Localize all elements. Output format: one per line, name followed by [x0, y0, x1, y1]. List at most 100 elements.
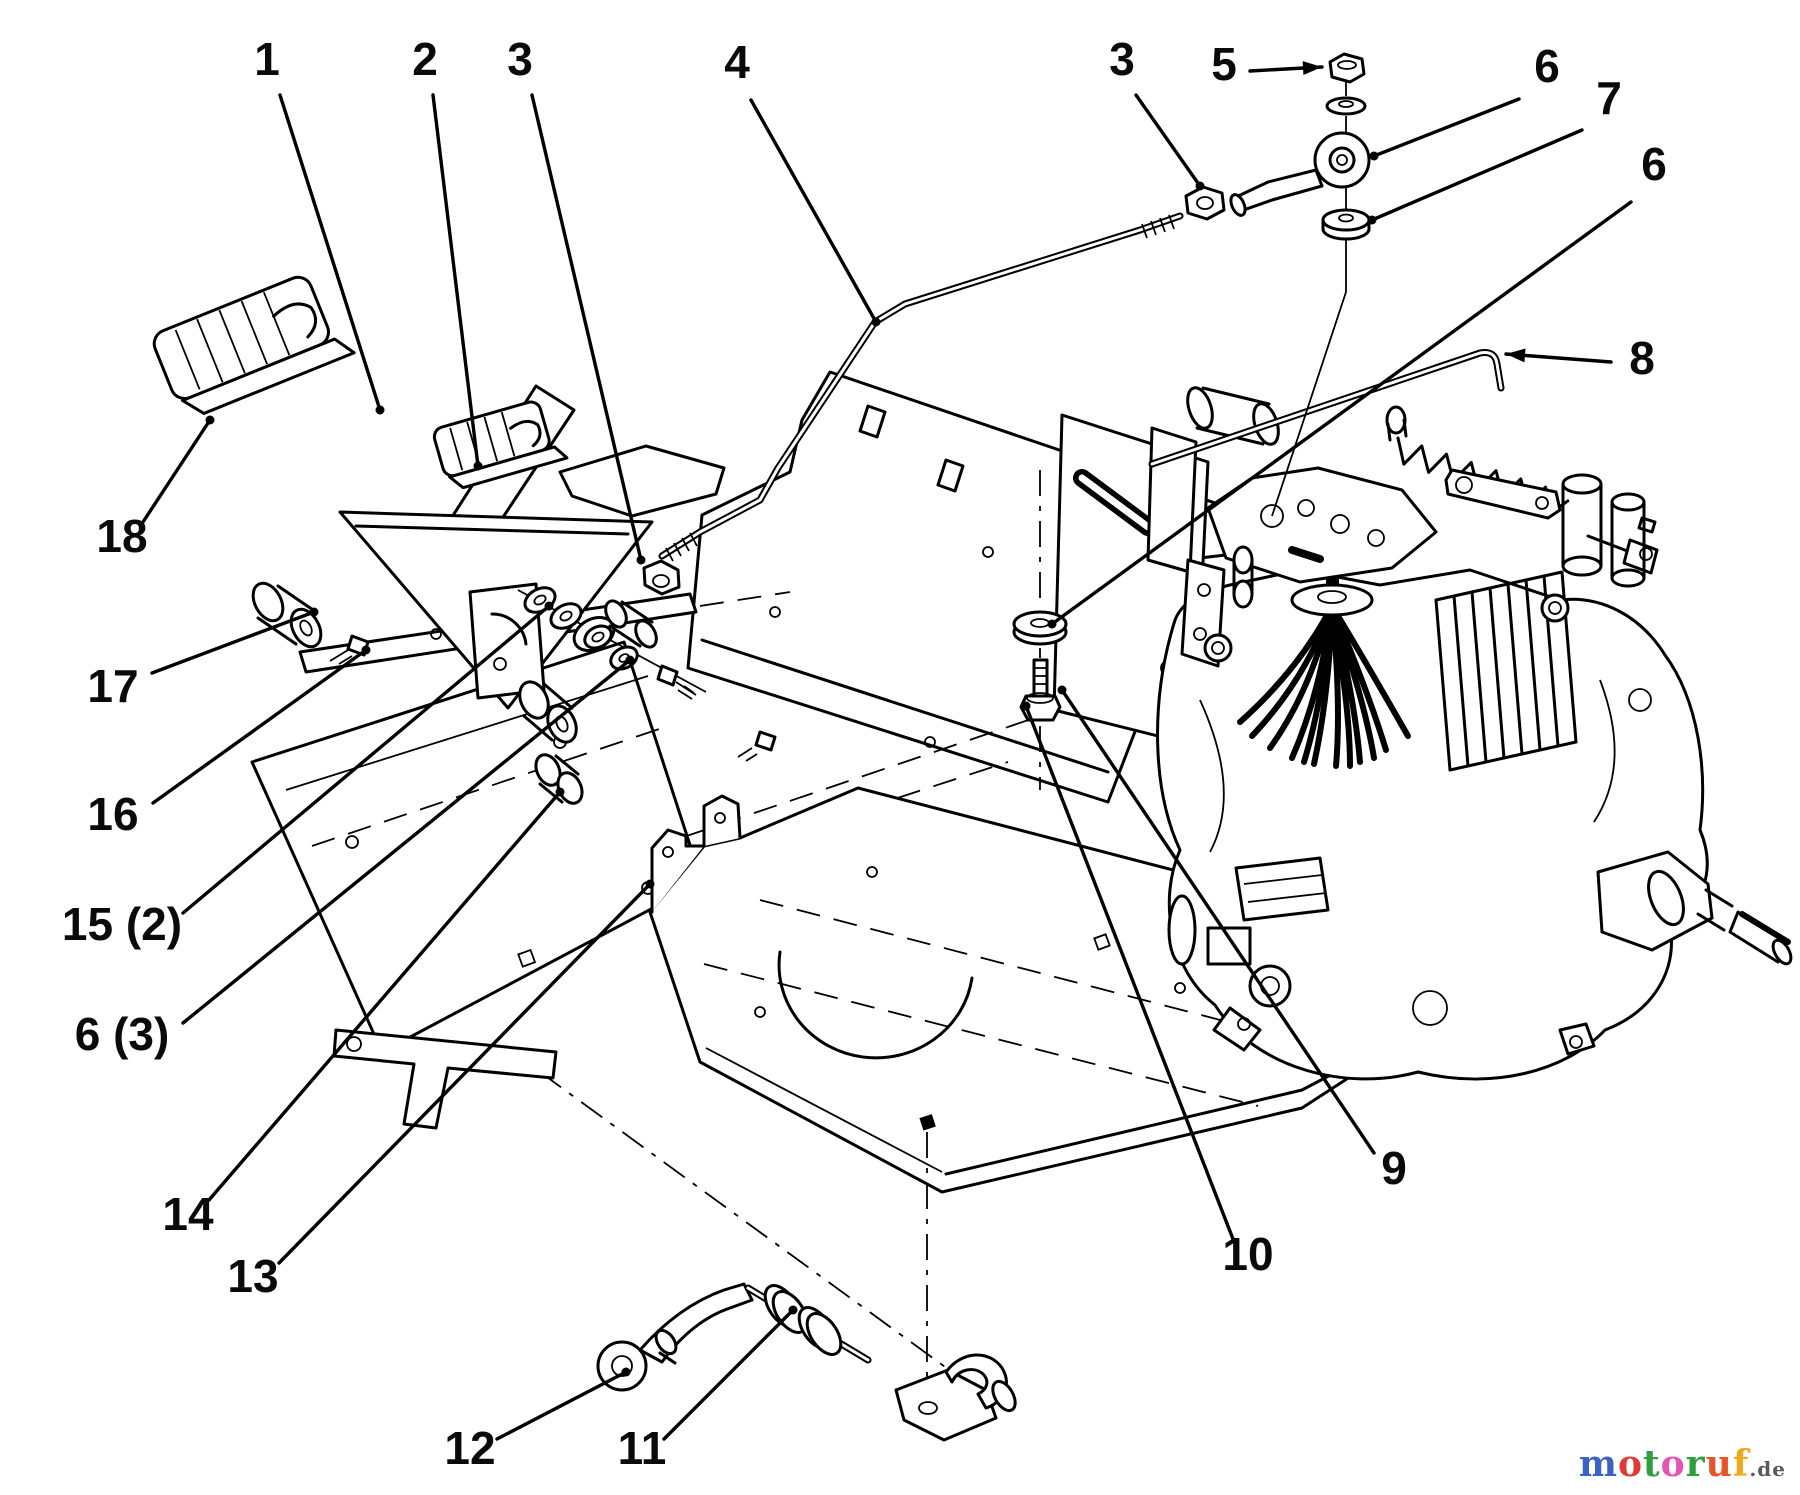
callout-leader-14 [207, 790, 562, 1202]
callout-7: 7 [1367, 72, 1622, 225]
callout-8: 8 [1504, 332, 1655, 384]
callout-endpoint-9 [1057, 685, 1067, 695]
callout-endpoint-6a [1369, 151, 1379, 161]
locknut [1328, 52, 1366, 84]
callout-11: 11 [618, 1305, 798, 1474]
callout-2: 2 [412, 33, 483, 471]
callout-leader-12 [495, 1370, 628, 1441]
callout-label-17: 17 [87, 660, 138, 712]
callout-label-3a: 3 [507, 33, 533, 85]
flange-bearing [572, 615, 616, 653]
pivot-spacer [604, 599, 658, 649]
callout-endpoint-6b [1047, 619, 1057, 629]
callout-leader-11 [662, 1308, 795, 1441]
callout-leader-15 [181, 604, 551, 915]
callout-label-14: 14 [162, 1188, 214, 1240]
callout-leader-16 [151, 648, 368, 805]
callout-endpoint-7 [1367, 215, 1377, 225]
control-lever-arm [1444, 468, 1562, 520]
rod-end [1229, 131, 1371, 217]
callout-6b: 6 [1047, 138, 1667, 629]
callout-leader-7 [1370, 128, 1584, 222]
callout-label-6b: 6 [1641, 138, 1667, 190]
callout-label-11: 11 [618, 1422, 667, 1474]
callout-endpoint-16 [361, 645, 371, 655]
spacer-17 [251, 581, 323, 649]
shaft-clamp-bracket [894, 1353, 1017, 1442]
callout-9: 9 [1057, 685, 1407, 1194]
callout-label-6c: 6 (3) [75, 1008, 170, 1060]
callout-3a: 3 [507, 33, 646, 565]
callout-leader-17 [150, 610, 316, 675]
callout-arrowhead-5 [1302, 61, 1322, 76]
watermark-letter: u [1705, 1443, 1733, 1485]
callout-endpoint-11 [788, 1305, 798, 1315]
callout-leader-1 [278, 93, 382, 412]
callout-15: 15 (2) [62, 601, 554, 950]
watermark-letter: m [1578, 1443, 1618, 1485]
callout-label-3b: 3 [1109, 33, 1135, 85]
lower-washer [1321, 208, 1371, 241]
transaxle [1146, 386, 1793, 1081]
callout-leader-2 [431, 93, 480, 468]
pivot-bolt [656, 664, 697, 700]
callout-label-16: 16 [87, 788, 138, 840]
watermark-wordmark: motoruf [1579, 1443, 1749, 1485]
callout-1: 1 [254, 33, 385, 415]
pivot-washer-2 [549, 602, 583, 630]
jam-nut [1184, 185, 1226, 221]
callout-label-4: 4 [724, 36, 750, 88]
left-link-plate [1180, 545, 1254, 668]
callout-endpoint-15 [544, 601, 554, 611]
callout-10: 10 [1021, 701, 1274, 1280]
bypass-rod [1148, 349, 1505, 468]
lower-left-plate [250, 640, 704, 1054]
pedal-pad-small [432, 400, 569, 490]
callout-label-5: 5 [1211, 38, 1237, 90]
top-right-posts [1561, 473, 1646, 588]
callout-leader-6c [181, 658, 632, 1025]
callout-endpoint-12 [621, 1367, 631, 1377]
callout-leader-10 [1024, 704, 1235, 1241]
callout-label-6a: 6 [1534, 40, 1560, 92]
callout-16: 16 [87, 645, 371, 840]
callout-12: 12 [444, 1367, 631, 1474]
watermark-suffix: .de [1749, 1457, 1786, 1481]
callout-label-1: 1 [254, 33, 280, 85]
callout-leader-18 [141, 418, 212, 524]
callout-endpoint-17 [309, 607, 319, 617]
callout-label-9: 9 [1381, 1142, 1407, 1194]
mount-washer-and-bolt [1012, 470, 1068, 790]
floor-panel [648, 786, 1452, 1194]
callout-17: 17 [87, 607, 319, 712]
bottom-linkage [332, 1028, 1017, 1442]
brake-shaft [744, 1284, 872, 1364]
watermark-letter: f [1732, 1443, 1750, 1485]
brake-arm [596, 1282, 754, 1392]
callout-4: 4 [724, 36, 881, 327]
callout-endpoint-3b [1195, 181, 1205, 191]
callout-14: 14 [162, 787, 565, 1240]
pivot-nut [642, 559, 681, 596]
watermark-letter: o [1618, 1443, 1644, 1485]
callout-endpoint-1 [375, 405, 385, 415]
callout-endpoint-14 [555, 787, 565, 797]
axle-shaft [1596, 850, 1793, 966]
callout-label-18: 18 [96, 510, 147, 562]
callout-endpoint-18 [205, 415, 215, 425]
callout-endpoint-4 [871, 317, 881, 327]
callout-endpoint-13 [645, 879, 655, 889]
callout-label-12: 12 [444, 1422, 495, 1474]
upper-washer [1325, 96, 1367, 116]
rod-end-stack [1271, 52, 1371, 517]
callout-6c: 6 (3) [75, 655, 635, 1060]
watermark-letter: t [1643, 1443, 1661, 1485]
callout-label-2: 2 [412, 33, 438, 85]
housing-details [1167, 593, 1652, 1056]
watermark-letter: r [1685, 1443, 1706, 1485]
callout-leader-9 [1060, 688, 1376, 1155]
callout-3b: 3 [1109, 33, 1205, 191]
